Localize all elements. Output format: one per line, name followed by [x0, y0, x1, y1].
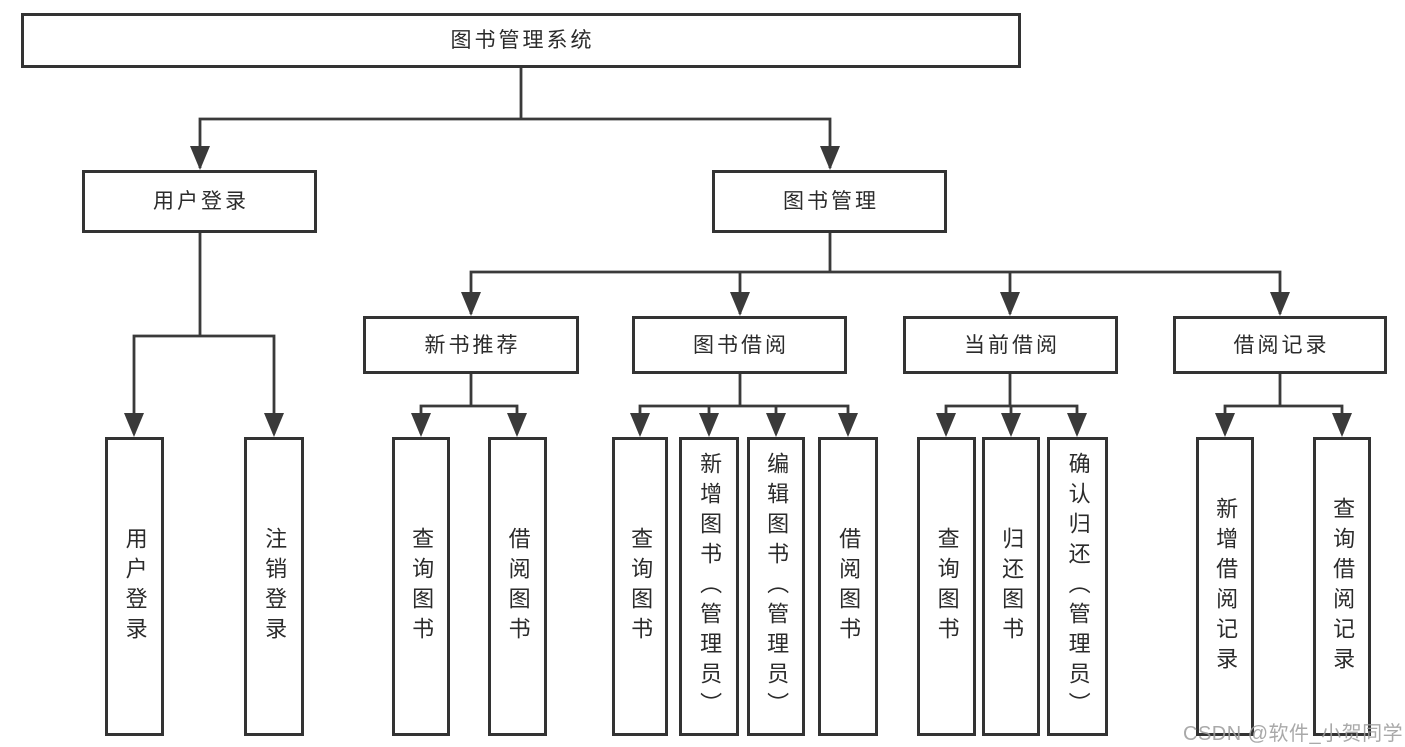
leaf-borrow-books-recommend: 借阅图书 — [488, 437, 547, 736]
leaf-logout-label: 注销登录 — [262, 526, 288, 647]
connector-current-borrow-children — [936, 372, 1087, 437]
connector-borrow-records-children — [1215, 372, 1352, 437]
connector-root-to-level2 — [190, 66, 840, 170]
node-borrow-records: 借阅记录 — [1173, 316, 1387, 374]
node-root: 图书管理系统 — [21, 13, 1021, 68]
node-book-management: 图书管理 — [712, 170, 947, 233]
node-book-borrow-label: 图书借阅 — [693, 333, 789, 357]
leaf-confirm-return-admin: 确认归还（管理员） — [1047, 437, 1108, 736]
leaf-add-book-admin: 新增图书（管理员） — [679, 437, 739, 736]
leaf-query-books-current: 查询图书 — [917, 437, 976, 736]
csdn-watermark: CSDN @软件_小贺同学 — [1183, 723, 1404, 745]
leaf-logout: 注销登录 — [244, 437, 304, 736]
node-book-management-label: 图书管理 — [783, 190, 879, 213]
connector-user-login-children — [124, 231, 284, 437]
node-user-login: 用户登录 — [82, 170, 317, 233]
leaf-query-books-recommend-label: 查询图书 — [409, 526, 435, 647]
node-root-label: 图书管理系统 — [450, 29, 595, 52]
leaf-confirm-return-admin-label: 确认归还（管理员） — [1065, 451, 1091, 722]
leaf-query-books-recommend: 查询图书 — [392, 437, 450, 736]
connector-book-borrow-children — [630, 372, 858, 437]
node-user-login-label: 用户登录 — [153, 190, 249, 213]
leaf-add-borrow-record: 新增借阅记录 — [1196, 437, 1254, 736]
leaf-return-book: 归还图书 — [982, 437, 1040, 736]
node-new-book-recommend: 新书推荐 — [363, 316, 579, 374]
leaf-query-borrow-record-label: 查询借阅记录 — [1330, 496, 1356, 677]
leaf-return-book-label: 归还图书 — [999, 526, 1025, 647]
node-current-borrow-label: 当前借阅 — [964, 333, 1060, 357]
node-borrow-records-label: 借阅记录 — [1233, 333, 1330, 357]
node-new-book-recommend-label: 新书推荐 — [424, 333, 521, 357]
leaf-borrow-books-label: 借阅图书 — [836, 526, 862, 647]
leaf-user-login-label: 用户登录 — [122, 526, 148, 647]
leaf-edit-book-admin: 编辑图书（管理员） — [747, 437, 805, 736]
leaf-borrow-books: 借阅图书 — [818, 437, 878, 736]
leaf-query-borrow-record: 查询借阅记录 — [1313, 437, 1371, 736]
connector-new-book-recommend-children — [411, 372, 527, 437]
leaf-query-books-borrow-label: 查询图书 — [628, 526, 654, 647]
leaf-edit-book-admin-label: 编辑图书（管理员） — [764, 451, 790, 722]
leaf-query-books-current-label: 查询图书 — [934, 526, 960, 647]
connector-book-management-to-level3 — [461, 231, 1290, 316]
node-book-borrow: 图书借阅 — [632, 316, 847, 374]
node-current-borrow: 当前借阅 — [903, 316, 1118, 374]
leaf-add-book-admin-label: 新增图书（管理员） — [697, 451, 723, 722]
leaf-user-login: 用户登录 — [105, 437, 164, 736]
leaf-query-books-borrow: 查询图书 — [612, 437, 668, 736]
leaf-borrow-books-recommend-label: 借阅图书 — [505, 526, 531, 647]
leaf-add-borrow-record-label: 新增借阅记录 — [1213, 496, 1239, 677]
